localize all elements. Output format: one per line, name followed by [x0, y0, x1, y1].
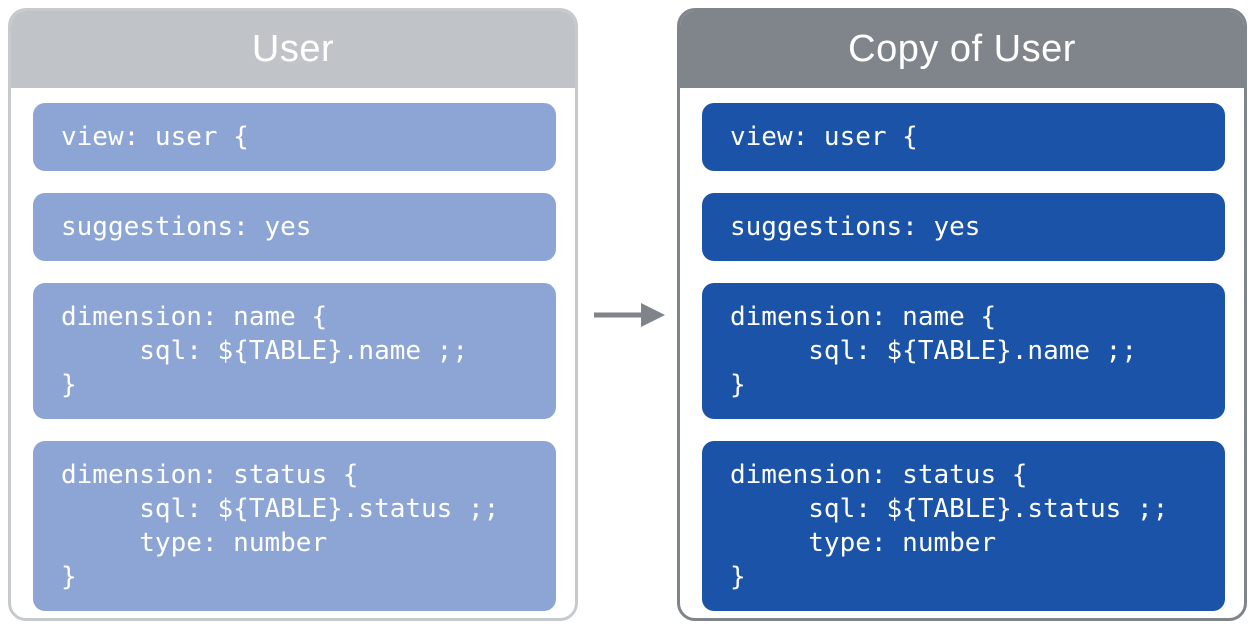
code-block: suggestions: yes — [33, 193, 556, 261]
code-block: dimension: status { sql: ${TABLE}.status… — [33, 441, 556, 611]
code-block: dimension: name { sql: ${TABLE}.name ;; … — [702, 283, 1225, 419]
panel-user-header: User — [11, 11, 575, 88]
panel-copy-of-user: Copy of User view: user { suggestions: ye… — [677, 8, 1247, 621]
panel-user: User view: user { suggestions: yes dimensi… — [8, 8, 578, 621]
code-block: view: user { — [702, 103, 1225, 171]
panel-copy-of-user-header: Copy of User — [680, 11, 1244, 88]
arrow-right-icon — [594, 303, 665, 327]
code-block: dimension: name { sql: ${TABLE}.name ;; … — [33, 283, 556, 419]
panel-copy-of-user-body: view: user { suggestions: yes dimension: n… — [680, 88, 1244, 611]
code-block: dimension: status { sql: ${TABLE}.status… — [702, 441, 1225, 611]
code-block: suggestions: yes — [702, 193, 1225, 261]
panel-copy-of-user-title: Copy of User — [848, 28, 1076, 70]
panel-user-body: view: user { suggestions: yes dimension: n… — [11, 88, 575, 611]
code-block: view: user { — [33, 103, 556, 171]
panel-user-title: User — [251, 28, 335, 70]
